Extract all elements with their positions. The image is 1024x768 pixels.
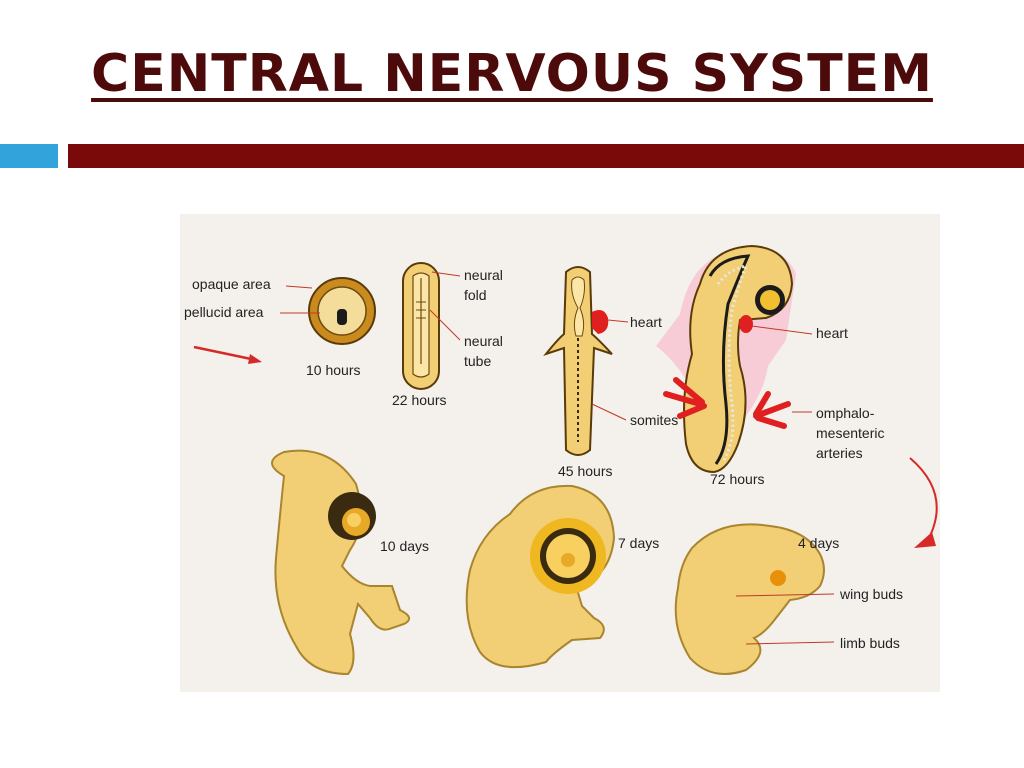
label-wing-buds: wing buds [839,586,903,602]
label-neural-fold-2: fold [464,287,487,303]
neural-tube-72h [708,254,751,465]
label-45-hours: 45 hours [558,463,612,479]
label-4-days: 4 days [798,535,839,551]
stage-45-hours: heart somites 45 hours [543,266,678,479]
label-limb-buds: limb buds [840,635,900,651]
label-opaque-area: opaque area [192,276,271,292]
flow-arrow-start [193,345,262,364]
flow-arrow-curve [909,457,938,548]
accent-bar-red [68,144,1024,168]
label-7-days: 7 days [618,535,659,551]
label-pellucid-area: pellucid area [184,304,264,320]
eye-4d [770,570,786,586]
label-neural-tube-1: neural [464,333,503,349]
label-neural-fold-1: neural [464,267,503,283]
label-22-hours: 22 hours [392,392,446,408]
stage-10-hours: opaque area pellucid area 10 hours [184,276,376,378]
embryo-4d [674,523,825,675]
diagram-svg: opaque area pellucid area 10 hours neura… [184,244,938,676]
label-10-days: 10 days [380,538,429,554]
artery-right [753,391,791,429]
label-72-hours: 72 hours [710,471,764,487]
stage-22-hours: neural fold neural tube 22 hours [392,262,503,408]
label-heart-45h: heart [630,314,662,330]
label-omph-2: mesenteric [816,425,884,441]
heart-72h [739,315,753,333]
stage-4-days: 4 days wing buds limb buds [674,523,903,675]
heart-45h [592,310,609,334]
stage-7-days: 7 days [465,484,659,669]
label-10-hours: 10 hours [306,362,360,378]
stage-10-days: 10 days [271,449,429,676]
artery-left [663,377,707,419]
primitive-streak [337,309,347,325]
embryo-development-diagram: opaque area pellucid area 10 hours neura… [180,214,940,692]
stage-72-hours: heart omphalo- mesenteric arteries 72 ho… [656,244,884,487]
label-omph-1: omphalo- [816,405,875,421]
opaque-area-leader [285,285,313,289]
label-neural-tube-2: tube [464,353,491,369]
accent-bar-blue [0,144,58,168]
label-heart-72h: heart [816,325,848,341]
label-omph-3: arteries [816,445,863,461]
embryo-45h [543,266,613,456]
slide-title: CENTRAL NERVOUS SYSTEM [91,44,933,104]
embryo-10d [271,449,411,676]
label-somites: somites [630,412,678,428]
